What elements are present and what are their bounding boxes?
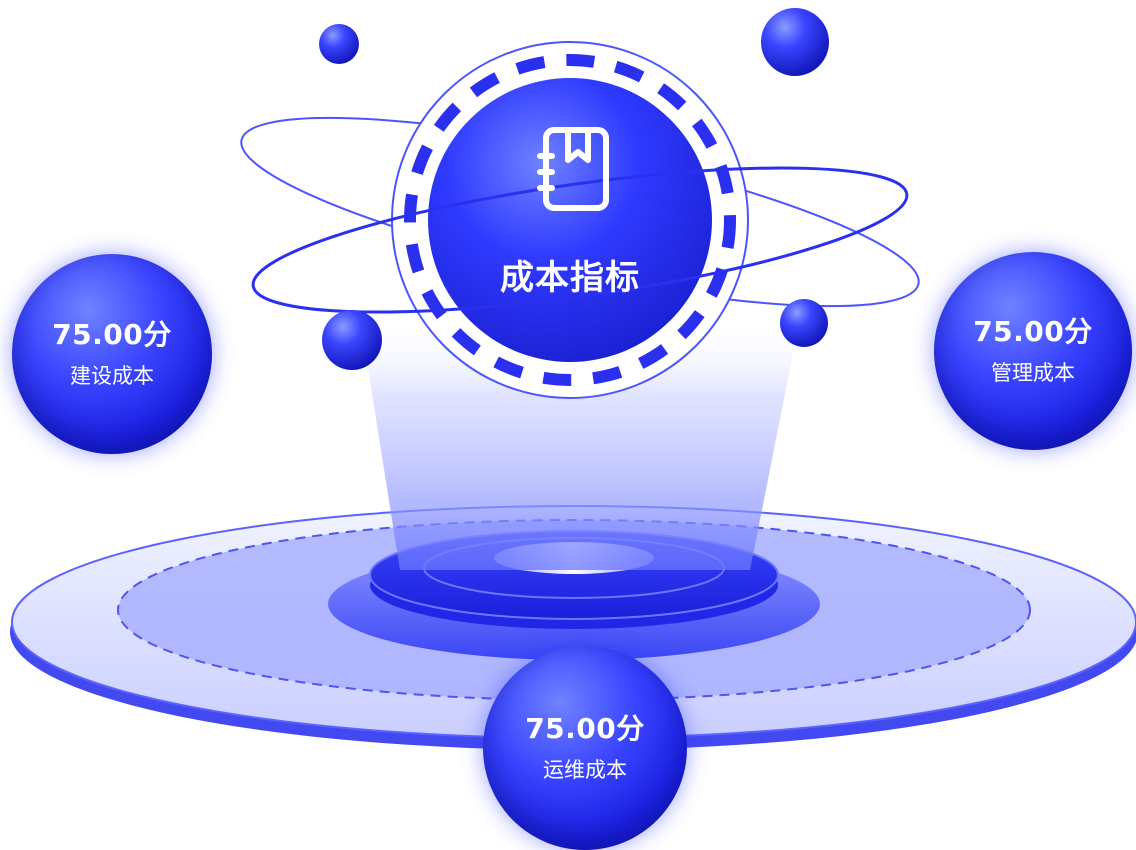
metric-label: 建设成本 — [70, 363, 154, 388]
center-emblem — [391, 41, 749, 399]
metric-label: 运维成本 — [543, 757, 627, 782]
metric-value: 75.00分 — [973, 315, 1093, 349]
orb-small-top-left — [319, 24, 359, 64]
metric-card-operation: 75.00分 运维成本 — [483, 646, 687, 850]
orbit-ring-front — [251, 166, 909, 314]
notebook-bookmark-icon — [537, 127, 609, 211]
metric-value: 75.00分 — [52, 318, 172, 352]
metric-card-construction: 75.00分 建设成本 — [12, 254, 212, 454]
center-title: 成本指标 — [500, 258, 640, 298]
orb-top-right — [761, 8, 829, 76]
light-beam — [360, 318, 800, 570]
orb-mid-right — [780, 299, 828, 347]
orb-mid-left — [322, 310, 382, 370]
metric-card-management: 75.00分 管理成本 — [934, 252, 1132, 450]
metric-value: 75.00分 — [525, 712, 645, 746]
metric-label: 管理成本 — [991, 360, 1075, 385]
